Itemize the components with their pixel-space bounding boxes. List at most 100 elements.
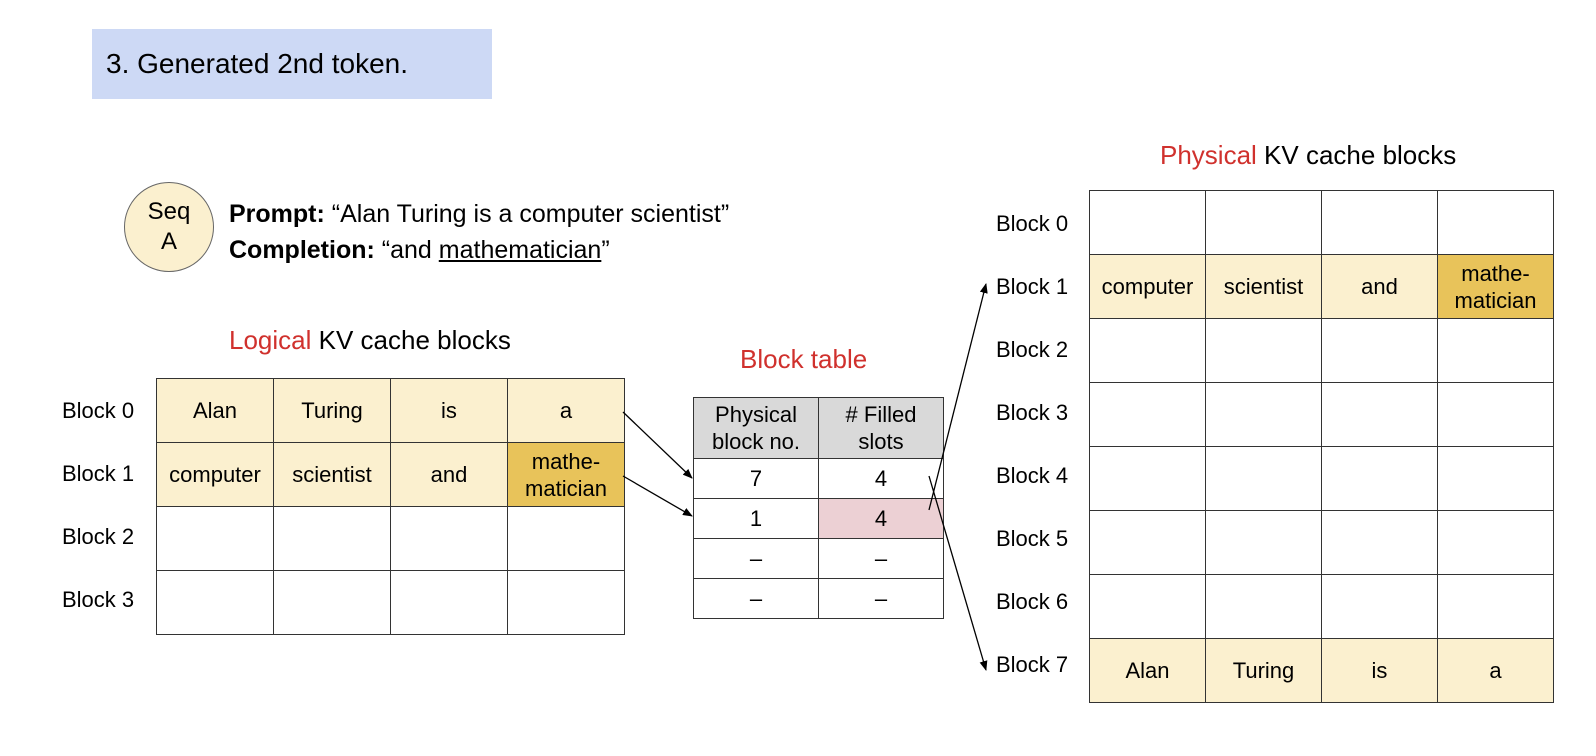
logical-slot: scientist bbox=[273, 442, 391, 507]
logical-slot bbox=[507, 506, 625, 571]
filled-slots: 4 bbox=[818, 458, 944, 499]
logical-slot: Alan bbox=[156, 378, 274, 443]
logical-block-row: computer scientist and mathe- matician bbox=[156, 442, 625, 507]
sequence-badge-line1: Seq bbox=[147, 198, 191, 225]
logical-heading: Logical KV cache blocks bbox=[229, 325, 511, 356]
physical-row-label: Block 5 bbox=[996, 526, 1069, 551]
block-table-col-filled-header: # Filled slots bbox=[818, 397, 944, 459]
physical-slot bbox=[1205, 318, 1322, 383]
block-table-header-row: Physical block no. # Filled slots bbox=[693, 397, 944, 459]
filled-slots: – bbox=[818, 538, 944, 579]
physical-block-number: – bbox=[693, 538, 819, 579]
physical-block-row bbox=[1089, 318, 1554, 383]
physical-slot bbox=[1437, 510, 1554, 575]
completion-new-token: mathematician bbox=[438, 236, 602, 264]
logical-slot: and bbox=[390, 442, 508, 507]
logical-slot bbox=[390, 506, 508, 571]
block-table: Physical block no. # Filled slots 7 4 1 … bbox=[693, 397, 944, 619]
physical-slot bbox=[1321, 382, 1438, 447]
physical-row-label: Block 1 bbox=[996, 274, 1069, 299]
header-line: slots bbox=[858, 429, 904, 454]
logical-row-label: Block 1 bbox=[62, 461, 135, 486]
logical-heading-highlight: Logical bbox=[229, 325, 312, 355]
prompt-line: Prompt: “Alan Turing is a computer scien… bbox=[229, 200, 729, 229]
physical-block-number: – bbox=[693, 578, 819, 619]
completion-open: “and bbox=[381, 236, 439, 264]
block-table-heading: Block table bbox=[740, 344, 868, 374]
sequence-badge: Seq A bbox=[124, 182, 214, 272]
prompt-label: Prompt: bbox=[229, 200, 325, 228]
header-line: block no. bbox=[711, 429, 801, 454]
physical-slot: computer bbox=[1089, 254, 1206, 319]
block-table-row: 7 4 bbox=[693, 458, 944, 499]
logical-slot-new-token: mathe- matician bbox=[507, 442, 625, 507]
physical-block-row: Alan Turing is a bbox=[1089, 638, 1554, 703]
prompt-text: “Alan Turing is a computer scientist” bbox=[331, 200, 730, 228]
arrow-table-row1-to-physical-block1 bbox=[928, 283, 988, 511]
logical-slot: a bbox=[507, 378, 625, 443]
physical-block-row: computer scientist and mathe- matician bbox=[1089, 254, 1554, 319]
logical-row-label: Block 2 bbox=[62, 524, 135, 549]
physical-slot bbox=[1205, 510, 1322, 575]
filled-slots: – bbox=[818, 578, 944, 619]
physical-block-row bbox=[1089, 190, 1554, 255]
logical-block-row bbox=[156, 570, 625, 635]
block-table-row: – – bbox=[693, 538, 944, 579]
physical-block-row bbox=[1089, 382, 1554, 447]
logical-block-row bbox=[156, 506, 625, 571]
arrow-table-row0-to-physical-block7 bbox=[928, 475, 988, 671]
logical-slot: Turing bbox=[273, 378, 391, 443]
block-table-row: 1 4 bbox=[693, 498, 944, 539]
step-title: 3. Generated 2nd token. bbox=[92, 29, 492, 99]
physical-slot: is bbox=[1321, 638, 1438, 703]
physical-row-label: Block 6 bbox=[996, 589, 1069, 614]
physical-slot bbox=[1205, 446, 1322, 511]
physical-slot: Turing bbox=[1205, 638, 1322, 703]
physical-slot-new-token: mathe- matician bbox=[1437, 254, 1554, 319]
physical-row-label: Block 4 bbox=[996, 463, 1069, 488]
physical-slot bbox=[1321, 190, 1438, 255]
physical-block-row bbox=[1089, 574, 1554, 639]
physical-slot: a bbox=[1437, 638, 1554, 703]
physical-heading-highlight: Physical bbox=[1160, 140, 1257, 170]
logical-slot bbox=[390, 570, 508, 635]
sequence-badge-line2: A bbox=[160, 228, 177, 255]
logical-slot: computer bbox=[156, 442, 274, 507]
header-line: Physical bbox=[715, 402, 797, 427]
physical-slot bbox=[1321, 574, 1438, 639]
physical-row-label: Block 7 bbox=[996, 652, 1069, 677]
physical-row-label: Block 0 bbox=[996, 211, 1069, 236]
physical-kv-cache-table: computer scientist and mathe- matician A… bbox=[1089, 190, 1554, 703]
physical-heading-rest: KV cache blocks bbox=[1256, 140, 1457, 170]
arrow-logical-block0-to-table-row0 bbox=[622, 411, 693, 479]
logical-heading-rest: KV cache blocks bbox=[311, 325, 511, 355]
filled-slots-updated: 4 bbox=[818, 498, 944, 539]
logical-slot bbox=[273, 570, 391, 635]
logical-row-label: Block 0 bbox=[62, 398, 135, 423]
physical-block-row bbox=[1089, 510, 1554, 575]
logical-slot: is bbox=[390, 378, 508, 443]
block-table-row: – – bbox=[693, 578, 944, 619]
physical-slot bbox=[1321, 510, 1438, 575]
completion-close: ” bbox=[601, 236, 610, 264]
physical-slot bbox=[1205, 574, 1322, 639]
physical-slot bbox=[1437, 574, 1554, 639]
logical-row-label: Block 3 bbox=[62, 587, 135, 612]
physical-slot: Alan bbox=[1089, 638, 1206, 703]
block-table-col-physical-header: Physical block no. bbox=[693, 397, 819, 459]
physical-slot bbox=[1437, 318, 1554, 383]
physical-slot bbox=[1089, 574, 1206, 639]
completion-label: Completion: bbox=[229, 236, 375, 264]
logical-slot bbox=[156, 570, 274, 635]
physical-slot bbox=[1089, 190, 1206, 255]
physical-slot bbox=[1437, 190, 1554, 255]
arrow-logical-block1-to-table-row1 bbox=[622, 475, 693, 517]
physical-slot bbox=[1437, 382, 1554, 447]
physical-row-label: Block 2 bbox=[996, 337, 1069, 362]
header-line: # Filled bbox=[845, 402, 917, 427]
physical-heading: Physical KV cache blocks bbox=[1160, 140, 1456, 171]
physical-slot: scientist bbox=[1205, 254, 1322, 319]
logical-kv-cache-table: Alan Turing is a computer scientist and … bbox=[156, 378, 625, 635]
completion-line: Completion: “and mathematician” bbox=[229, 236, 610, 265]
